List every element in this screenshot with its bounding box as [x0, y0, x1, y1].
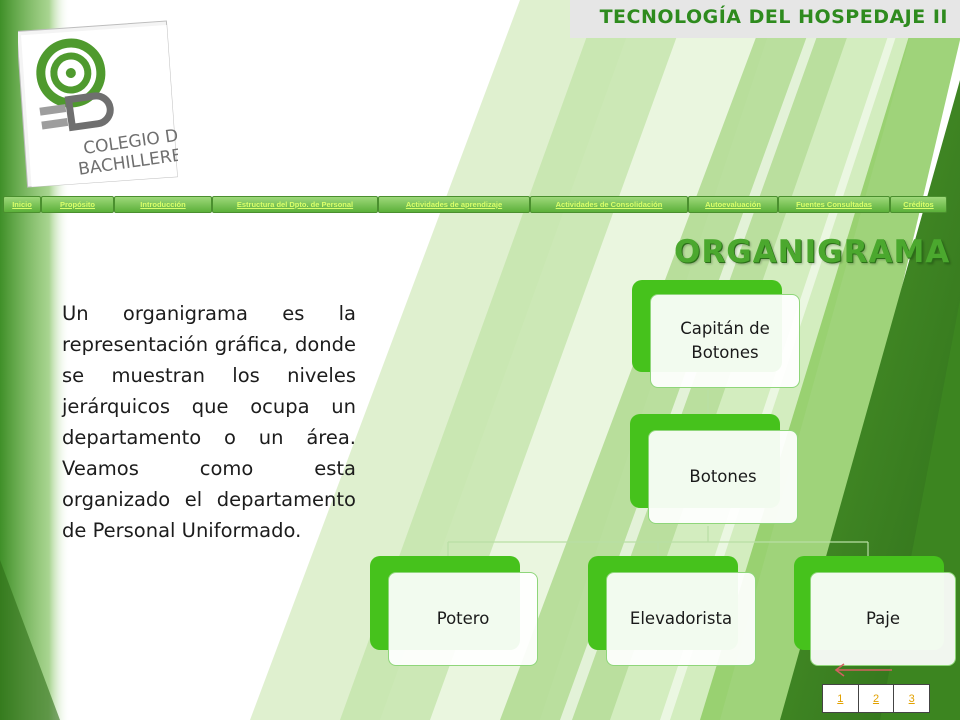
nav-link-inicio[interactable]: Inicio	[3, 196, 41, 213]
org-node-botones: Botones	[648, 430, 798, 524]
pager-page-3[interactable]: 3	[908, 692, 915, 705]
header-band: TECNOLOGÍA DEL HOSPEDAJE II	[570, 0, 960, 38]
slide-title: ORGANIGRAMA	[674, 234, 951, 270]
colegio-de-bachilleres-logo: COLEGIO DE BACHILLERES	[18, 20, 178, 188]
org-node-potero: Potero	[388, 572, 538, 666]
org-node-capitan-de-botones: Capitán de Botones	[650, 294, 800, 388]
nav-link-introduccion[interactable]: Introducción	[114, 196, 212, 213]
top-navigation: Inicio Propósito Introducción Estructura…	[3, 196, 947, 213]
pager-page-2[interactable]: 2	[859, 685, 895, 712]
slide-pager: 1 2 3	[822, 684, 930, 713]
slide-body-text: Un organigrama es la representación gráf…	[62, 302, 356, 542]
nav-link-actividades-aprendizaje[interactable]: Actividades de aprendizaje	[378, 196, 530, 213]
pager-page-1[interactable]: 1	[823, 685, 859, 712]
org-node-paje: Paje	[810, 572, 956, 666]
nav-link-estructura[interactable]: Estructura del Dpto. de Personal	[212, 196, 378, 213]
nav-link-creditos[interactable]: Créditos	[890, 196, 947, 213]
nav-link-autoevaluacion[interactable]: Autoevaluación	[688, 196, 778, 213]
nav-link-fuentes[interactable]: Fuentes Consultadas	[778, 196, 890, 213]
nav-link-proposito[interactable]: Propósito	[41, 196, 114, 213]
back-arrow-icon[interactable]	[832, 662, 896, 678]
nav-link-actividades-consolidacion[interactable]: Actividades de Consolidación	[530, 196, 688, 213]
org-node-elevadorista: Elevadorista	[606, 572, 756, 666]
course-title: TECNOLOGÍA DEL HOSPEDAJE II	[599, 6, 948, 28]
